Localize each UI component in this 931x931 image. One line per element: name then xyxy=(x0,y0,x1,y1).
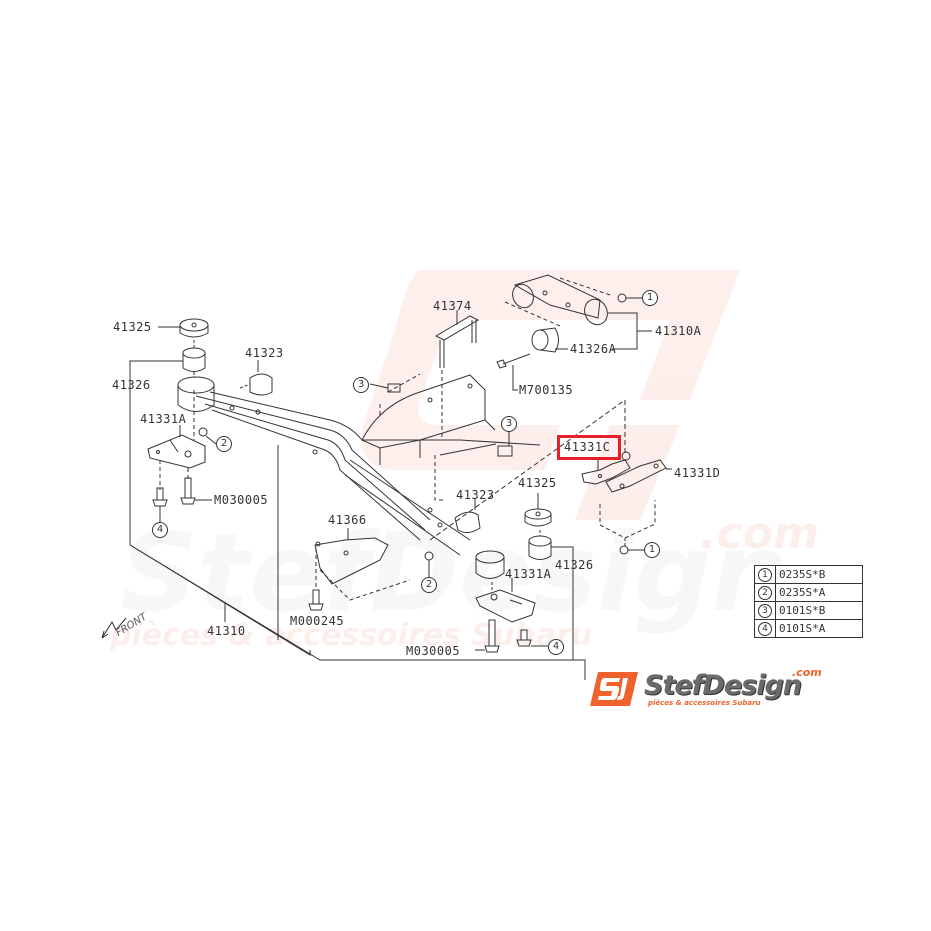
upper-mount-41310A xyxy=(496,274,652,391)
front-arrow-icon xyxy=(101,617,127,639)
legend-row: 1 0235S*B xyxy=(754,565,863,584)
ref-circle-3-left: 3 xyxy=(353,377,369,393)
legend-ref: 4 xyxy=(758,622,772,636)
label-M000245: M000245 xyxy=(290,614,345,628)
lower-mount-stack xyxy=(308,493,574,660)
ref-circle-2-mid: 2 xyxy=(421,577,437,593)
label-41325-right: 41325 xyxy=(518,476,557,490)
legend-code: 0235S*A xyxy=(775,583,863,602)
label-41326-right: 41326 xyxy=(555,558,594,572)
label-41325-left: 41325 xyxy=(113,320,152,334)
legend-row: 4 0101S*A xyxy=(754,619,863,638)
legend-code: 0101S*A xyxy=(775,619,863,638)
label-41323-mid: 41323 xyxy=(456,488,495,502)
label-41310: 41310 xyxy=(207,624,246,638)
label-41331D: 41331D xyxy=(674,466,721,480)
watermark: StefDesign .com pièces & accessoires Sub… xyxy=(109,270,819,653)
center-heatshield xyxy=(361,310,626,541)
label-41366: 41366 xyxy=(328,513,367,527)
stefdesign-logo[interactable]: StefDesign .com pièces & accessoires Sub… xyxy=(590,666,850,712)
legend-row: 3 0101S*B xyxy=(754,601,863,620)
label-M700135: M700135 xyxy=(519,383,574,397)
legend-ref: 1 xyxy=(758,568,772,582)
legend-code: 0235S*B xyxy=(775,565,863,584)
highlight-box xyxy=(557,435,621,460)
right-brackets xyxy=(581,451,672,555)
legend-code: 0101S*B xyxy=(775,601,863,620)
label-41331C[interactable]: 41331C xyxy=(564,440,611,454)
watermark-logo-shape xyxy=(361,270,740,470)
fastener-legend-table: 1 0235S*B 2 0235S*A 3 0101S*B 4 0101S*A xyxy=(754,565,863,638)
left-mount-stack xyxy=(129,318,273,545)
label-41331A-left: 41331A xyxy=(140,412,187,426)
label-41374: 41374 xyxy=(433,299,472,313)
sj-logo-icon xyxy=(590,672,638,706)
legend-ref: 2 xyxy=(758,586,772,600)
logo-domain: .com xyxy=(792,666,822,679)
ref-circle-4-right: 4 xyxy=(548,639,564,655)
label-41326-left: 41326 xyxy=(112,378,151,392)
logo-tagline: pièces & accessoires Subaru xyxy=(648,699,761,707)
ref-circle-1-top: 1 xyxy=(642,290,658,306)
ref-circle-2-left: 2 xyxy=(216,436,232,452)
watermark-domain: .com xyxy=(700,508,819,559)
label-41331A-right: 41331A xyxy=(505,567,552,581)
label-41310A: 41310A xyxy=(655,324,702,338)
ref-circle-4-left: 4 xyxy=(152,522,168,538)
legend-ref: 3 xyxy=(758,604,772,618)
label-M030005-left: M030005 xyxy=(214,493,269,507)
watermark-brand: StefDesign xyxy=(120,511,788,636)
label-41323-left: 41323 xyxy=(245,346,284,360)
ref-circle-1-right: 1 xyxy=(644,542,660,558)
label-M030005-right: M030005 xyxy=(406,644,461,658)
legend-row: 2 0235S*A xyxy=(754,583,863,602)
label-41326A: 41326A xyxy=(570,342,617,356)
watermark-tagline: pièces & accessoires Subaru xyxy=(109,618,592,653)
ref-circle-3-right: 3 xyxy=(501,416,517,432)
logo-brand-name: StefDesign xyxy=(644,670,802,701)
